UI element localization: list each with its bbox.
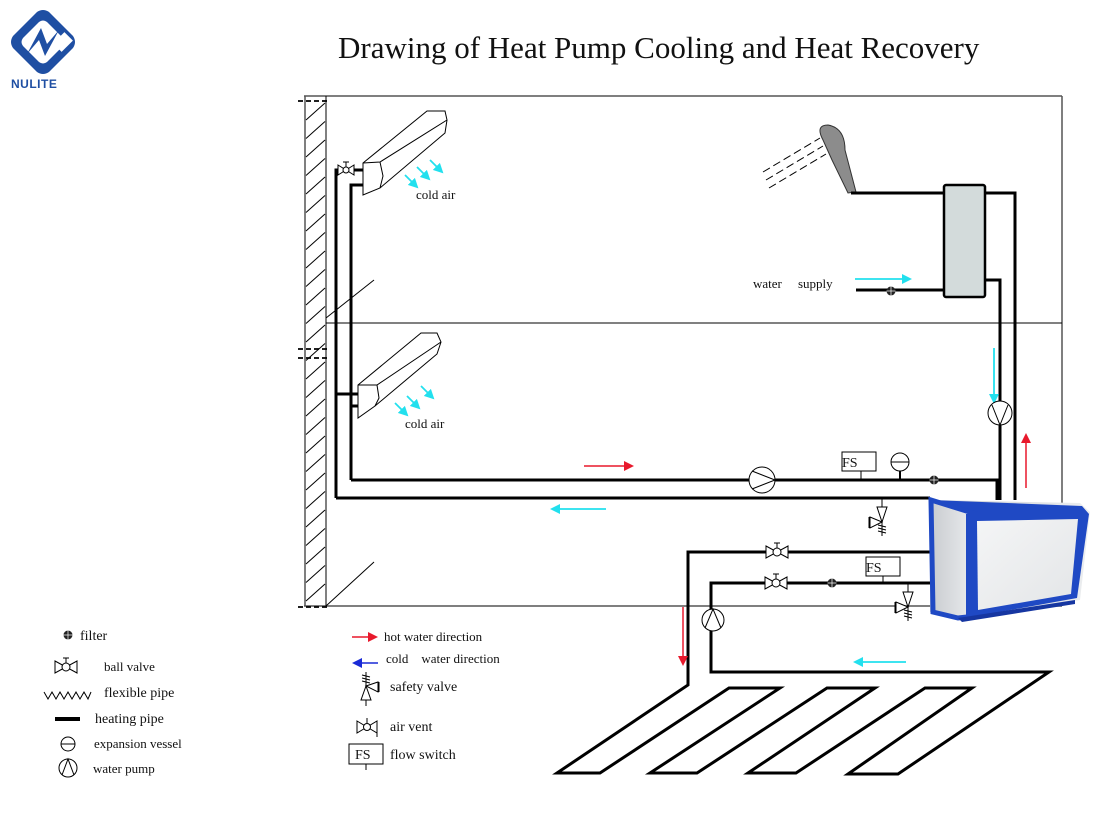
legend-label: flexible pipe bbox=[104, 686, 174, 701]
nulite-logo: NULITE bbox=[11, 10, 75, 91]
safety-valve-icon bbox=[360, 672, 380, 706]
hatch-line bbox=[305, 435, 326, 454]
flow-switch-icon: FS bbox=[348, 743, 384, 770]
hatch-line bbox=[305, 380, 326, 398]
legend-label: safety valve bbox=[390, 680, 457, 695]
legend-right: hot water direction cold water direction… bbox=[348, 629, 500, 770]
legend-item-cold-water: cold water direction bbox=[352, 651, 500, 668]
hatch-line bbox=[305, 324, 326, 343]
hatch-line bbox=[305, 398, 326, 417]
legend-item-filter: filter bbox=[63, 629, 108, 644]
hatch-line bbox=[305, 361, 326, 380]
hatch-line bbox=[305, 195, 326, 213]
legend-item-heating-pipe: heating pipe bbox=[55, 712, 164, 727]
floor-heating-piping: FS bbox=[552, 542, 1054, 776]
wall-hatching bbox=[305, 102, 326, 602]
building-outline bbox=[298, 95, 1063, 608]
cold-air-label-upper: cold air bbox=[416, 187, 456, 202]
legend-label: flow switch bbox=[390, 748, 456, 763]
ball-valve-icon bbox=[54, 657, 78, 674]
hatch-line bbox=[305, 139, 326, 158]
hatch-line bbox=[305, 232, 326, 250]
hatch-line bbox=[305, 287, 326, 306]
hot-water-tank bbox=[942, 183, 987, 299]
flow-switch-main: FS bbox=[841, 451, 877, 480]
hatch-line bbox=[305, 306, 326, 324]
legend-label: hot water direction bbox=[384, 629, 483, 644]
brand-name: NULITE bbox=[11, 77, 57, 91]
safety-valve-floor bbox=[894, 583, 914, 621]
hatch-line bbox=[305, 546, 326, 565]
flow-switch-icon-text: FS bbox=[355, 748, 371, 763]
hatch-line bbox=[305, 583, 326, 602]
flexible-pipe-icon bbox=[43, 690, 92, 701]
page-title: Drawing of Heat Pump Cooling and Heat Re… bbox=[338, 30, 980, 65]
legend-item-flexible-pipe: flexible pipe bbox=[43, 686, 174, 701]
legend-label: filter bbox=[80, 629, 108, 644]
water-pump-icon bbox=[58, 757, 78, 778]
fan-coil-piping bbox=[334, 161, 363, 498]
legend-label: ball valve bbox=[104, 659, 155, 674]
filter-main bbox=[929, 475, 939, 485]
circulation-pump-main bbox=[748, 466, 777, 494]
flow-switch-floor-label: FS bbox=[866, 561, 882, 576]
hatch-line bbox=[305, 417, 326, 435]
legend-label: air vent bbox=[390, 720, 432, 735]
hatch-line bbox=[305, 528, 326, 546]
hatch-line bbox=[305, 472, 326, 491]
hatch-line bbox=[305, 491, 326, 509]
expansion-vessel bbox=[890, 452, 910, 480]
circulation-pump-floor bbox=[701, 607, 725, 632]
air-vent-icon bbox=[356, 718, 378, 737]
hatch-line bbox=[305, 269, 326, 287]
filter-floor bbox=[827, 578, 837, 588]
filter-supply bbox=[886, 286, 896, 296]
fan-coil-unit-lower: cold air bbox=[357, 332, 445, 431]
legend-label: heating pipe bbox=[95, 712, 164, 727]
legend-item-ball-valve: ball valve bbox=[54, 657, 155, 674]
legend-item-hot-water: hot water direction bbox=[352, 629, 483, 644]
nulite-logo-icon bbox=[11, 10, 75, 74]
shower-head bbox=[762, 124, 857, 194]
hatch-line bbox=[305, 250, 326, 269]
hatch-line bbox=[305, 509, 326, 528]
hatch-line bbox=[305, 121, 326, 139]
hatch-line bbox=[305, 158, 326, 176]
domestic-hot-water-piping: water supply bbox=[753, 183, 1031, 500]
air-vent-upper bbox=[337, 161, 355, 176]
legend-left: filter ball valve flexible pipe heating … bbox=[43, 629, 182, 778]
water-supply-label-2: supply bbox=[798, 276, 833, 291]
ball-valve-floor-return bbox=[764, 573, 788, 590]
flow-switch-main-label: FS bbox=[842, 456, 858, 471]
legend-item-water-pump: water pump bbox=[58, 757, 155, 778]
legend-item-flow-switch: FS flow switch bbox=[348, 743, 456, 770]
hatch-line bbox=[305, 102, 326, 121]
hatch-line bbox=[305, 565, 326, 583]
filter-icon bbox=[63, 630, 73, 640]
safety-valve-main bbox=[868, 498, 888, 536]
legend-label: expansion vessel bbox=[94, 736, 182, 751]
legend-item-air-vent: air vent bbox=[356, 718, 432, 737]
main-pipes: FS bbox=[336, 451, 999, 536]
legend-label: water pump bbox=[93, 761, 155, 776]
flow-switch-floor: FS bbox=[865, 556, 901, 583]
legend-item-safety-valve: safety valve bbox=[360, 672, 457, 706]
legend-item-expansion-vessel: expansion vessel bbox=[60, 736, 182, 752]
cold-air-label-lower: cold air bbox=[405, 416, 445, 431]
circulation-pump-dhw bbox=[987, 400, 1013, 427]
expansion-vessel-icon bbox=[60, 736, 76, 752]
fan-coil-unit-upper: cold air bbox=[362, 110, 456, 202]
hatch-line bbox=[305, 213, 326, 232]
water-supply-label-1: water bbox=[753, 276, 783, 291]
legend-label: cold water direction bbox=[386, 651, 500, 666]
heat-pump-unit bbox=[928, 496, 1090, 622]
hatch-line bbox=[305, 176, 326, 195]
hatch-line bbox=[305, 454, 326, 472]
ball-valve-floor-supply bbox=[765, 542, 789, 559]
